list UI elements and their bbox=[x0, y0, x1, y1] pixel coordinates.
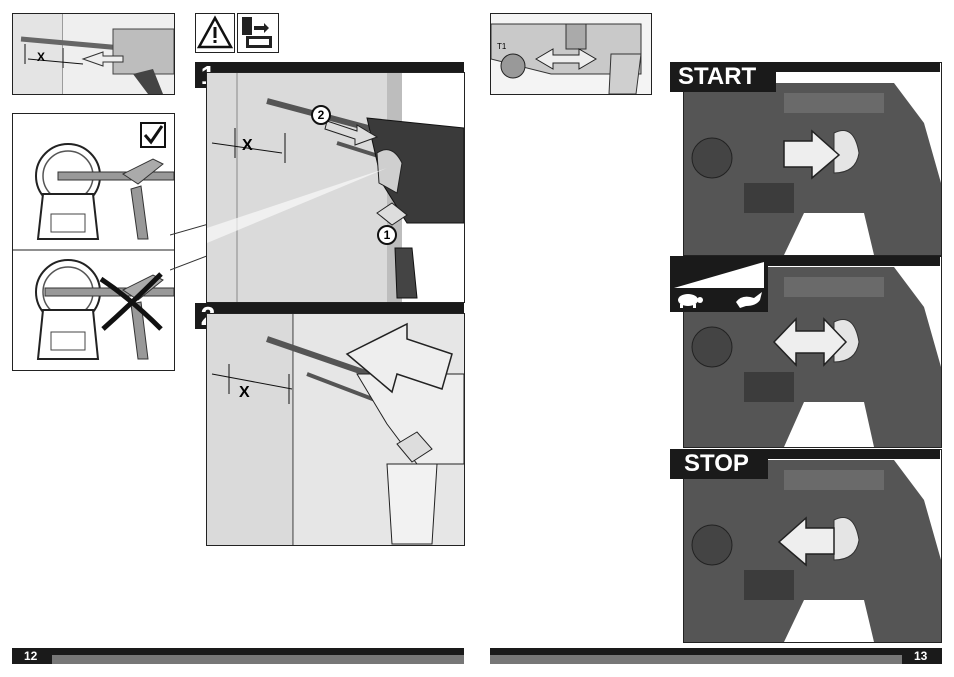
step-1-callout-2: 2 bbox=[311, 105, 331, 125]
step-2-illustration: X bbox=[206, 313, 465, 546]
step-2-bar bbox=[195, 303, 464, 313]
page-number-left: 12 bbox=[24, 649, 37, 663]
remove-battery-icon bbox=[237, 13, 279, 53]
footer-left: 12 bbox=[12, 648, 464, 664]
step-1-bar bbox=[195, 62, 464, 72]
start-bar bbox=[768, 62, 940, 72]
stop-label: STOP bbox=[670, 449, 768, 479]
step-1-dim-label: X bbox=[242, 137, 253, 155]
thumbnail-dim-label: X bbox=[37, 50, 45, 64]
hammer-mode-thumbnail: T1 bbox=[490, 13, 652, 95]
turtle-slow-icon bbox=[678, 294, 703, 308]
step-2-dim-label: X bbox=[239, 384, 250, 402]
checkmark-icon bbox=[140, 122, 166, 148]
warning-triangle-icon bbox=[195, 13, 235, 53]
speed-bar bbox=[768, 256, 940, 266]
thumbnail-depth-stop: X bbox=[12, 13, 175, 95]
footer-right: 13 bbox=[490, 648, 942, 664]
step-1-callout-1: 1 bbox=[377, 225, 397, 245]
step-1-illustration: X 2 1 bbox=[206, 72, 465, 303]
speed-indicator bbox=[670, 256, 768, 312]
start-label: START bbox=[670, 62, 776, 92]
page-number-right: 13 bbox=[914, 649, 927, 663]
cross-out-icon bbox=[91, 259, 171, 339]
depth-rod-check-diagram bbox=[12, 113, 175, 371]
rabbit-fast-icon bbox=[736, 292, 762, 308]
stop-bar bbox=[768, 449, 940, 459]
hammer-thumbnail-label: T1 bbox=[497, 42, 506, 51]
